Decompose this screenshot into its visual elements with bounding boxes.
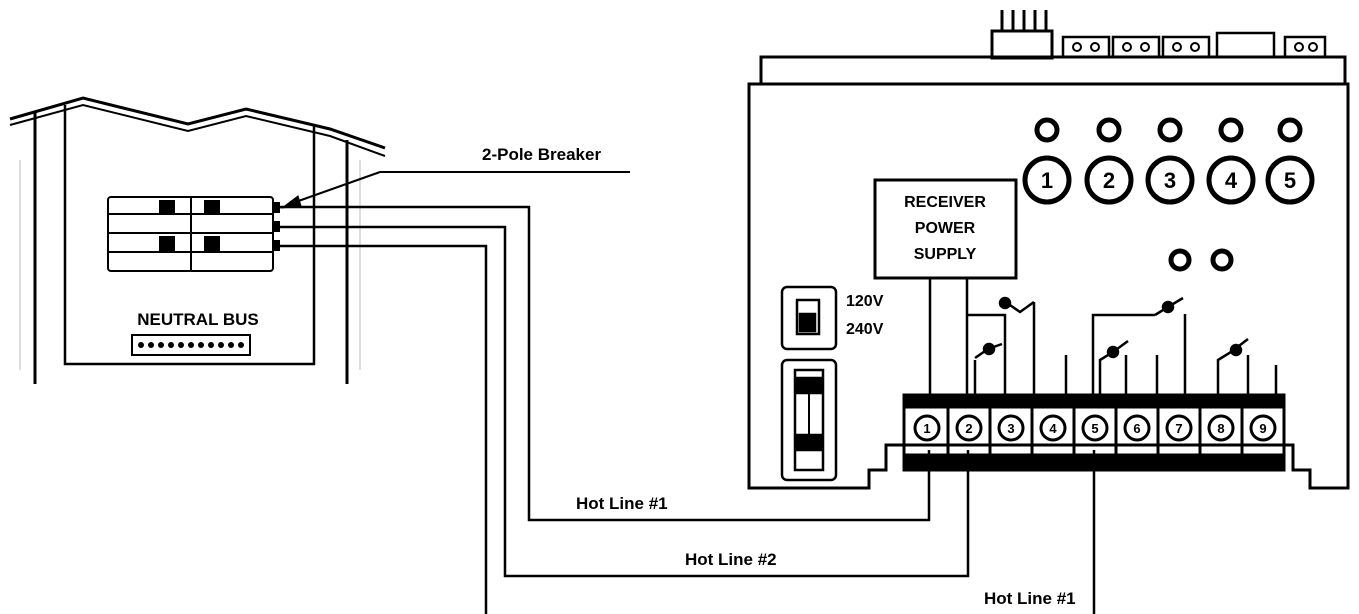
bus-screw [158,342,164,348]
channel-label-1: 1 [1041,168,1053,193]
terminal-label-6: 6 [1133,421,1140,436]
block-screw [1172,42,1182,52]
panel-wall-top [9,96,386,150]
terminal-4-screw [1039,414,1067,442]
block-screw [1308,42,1318,52]
terminal-label-2: 2 [965,421,972,436]
terminal-label-7: 7 [1175,421,1182,436]
terminal-label-4: 4 [1049,421,1057,436]
channel-5-ring [1265,155,1315,205]
bus-screw [148,342,154,348]
channel-label-3: 3 [1164,168,1176,193]
terminal-9-screw [1249,414,1277,442]
neutral-bus-bar [131,334,251,356]
block-screw [1140,42,1150,52]
terminal-1-screw [913,414,941,442]
channel-led-ring [1157,117,1183,143]
channel-3-ring [1145,155,1195,205]
bus-screw [208,342,214,348]
receiver-power-supply [873,178,1018,280]
fuse-holder [780,358,838,482]
channel-label-4: 4 [1225,168,1238,193]
channel-4-ring [1206,155,1256,205]
block-screw [1072,42,1082,52]
bus-screw [198,342,204,348]
terminal-5-screw [1081,414,1109,442]
block-screw [1090,42,1100,52]
neutral-bus-label: NEUTRAL BUS [137,310,259,329]
channel-label-2: 2 [1103,168,1115,193]
wire-label-hot-line-1b: Hot Line #1 [984,589,1076,608]
wire-label-hot-line-2: Hot Line #2 [685,550,777,569]
wire-hot-line-1 [279,205,931,522]
channel-1-ring [1022,155,1072,205]
block-screw [1190,42,1200,52]
controller-enclosure [747,82,1350,490]
wire-label-hot-line-1: Hot Line #1 [576,494,668,513]
panel-wall-top-inner [9,103,386,157]
block-screw [1122,42,1132,52]
top-connector-strip [759,55,1347,86]
bus-screw [138,342,144,348]
voltage-label-240: 240V [846,321,884,338]
controller-unit [747,10,1350,490]
bus-screw [238,342,244,348]
terminal-label-8: 8 [1217,421,1224,436]
relay-switches [967,296,1278,395]
wire-hot-line-1b [279,244,488,614]
channel-led-ring [1034,117,1060,143]
channel-led-ring [1277,117,1303,143]
wires [279,205,1096,614]
channel-led-ring [1218,117,1244,143]
bus-screw [178,342,184,348]
terminal-label-1: 1 [923,421,930,436]
screw-terminal-blocks [1061,31,1327,59]
voltage-label-120: 120V [846,293,884,310]
breaker-callout-leader [280,171,630,209]
terminal-3-screw [997,414,1025,442]
breaker-callout-label: 2-Pole Breaker [482,145,601,164]
receiver-label-line1: RECEIVER [904,194,986,211]
receiver-label-line2: POWER [915,220,976,237]
voltage-switch [780,285,838,351]
channel-2-ring [1084,155,1134,205]
bus-screw [218,342,224,348]
block-screw [1294,42,1304,52]
pin-header [990,10,1054,60]
breakers [107,196,280,272]
terminal-7-screw [1165,414,1193,442]
receiver-label-line3: SUPPLY [914,246,977,263]
channel-led-ring [1096,117,1122,143]
channel-label-5: 5 [1284,168,1296,193]
terminal-label-9: 9 [1259,421,1266,436]
bus-screw [168,342,174,348]
terminal-8-screw [1207,414,1235,442]
terminal-label-3: 3 [1007,421,1014,436]
bus-screw [228,342,234,348]
bus-screw [188,342,194,348]
terminal-label-5: 5 [1091,421,1098,436]
terminal-6-screw [1123,414,1151,442]
wire-hot-line-2 [279,225,970,578]
breaker-panel [9,96,386,384]
terminal-2-screw [955,414,983,442]
